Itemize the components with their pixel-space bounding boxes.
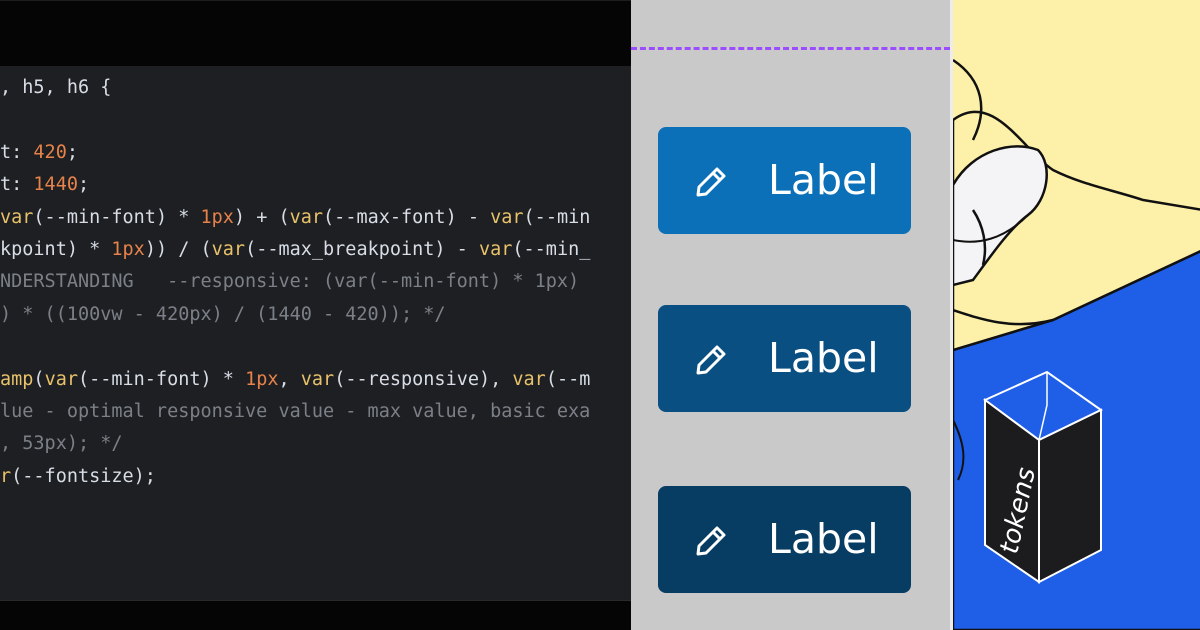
code-token: t: [0, 174, 34, 196]
code-token: 1px [245, 368, 279, 390]
pencil-icon [696, 167, 726, 197]
code-token: ; [77, 174, 90, 196]
code-line: lue - optimal responsive value - max val… [0, 396, 590, 428]
code-token: (--responsive), [334, 368, 513, 390]
code-token: , [278, 368, 301, 390]
tokens-illustration-panel: tokens [950, 0, 1200, 630]
code-token: 420 [33, 141, 67, 163]
pencil-icon [696, 526, 726, 556]
code-token: 1px [111, 239, 145, 260]
pencil-icon [696, 345, 726, 375]
code-line: t: 1440; [0, 169, 89, 201]
dashed-guide-line [631, 47, 950, 50]
code-token: var [289, 206, 324, 228]
code-token: var [300, 368, 335, 390]
code-token: (--min_ [512, 239, 591, 260]
code-token: , h5, h6 { [0, 77, 112, 98]
code-token: var [44, 368, 78, 390]
code-token: (--max-font) - [323, 206, 491, 228]
code-line: amp(var(--min-font) * 1px, var(--respons… [0, 364, 590, 396]
code-token: NDERSTANDING --responsive: (var(--min-fo… [0, 271, 580, 293]
code-token: var [211, 239, 246, 260]
code-line: var(--min-font) * 1px) + (var(--max-font… [0, 202, 590, 234]
code-token: (--min-font) * [77, 368, 246, 390]
code-token: ; [66, 141, 78, 163]
code-token: (--min [523, 206, 591, 228]
label-button-pressed[interactable]: Label [658, 486, 911, 593]
tokens-box: tokens [983, 370, 1103, 584]
hand-with-tokens-box-illustration: tokens [953, 0, 1200, 630]
code-token: var [512, 368, 546, 390]
code-token: r [0, 465, 12, 487]
code-area[interactable]: , h5, h6 {t: 420;t: 1440;var(--min-font)… [0, 66, 631, 600]
code-token: 1440 [33, 174, 78, 196]
code-line: , 53px); */ [0, 428, 123, 460]
code-token: 1px [200, 206, 234, 228]
button-showcase-panel: Label Label Label [631, 0, 950, 630]
label-button-hover[interactable]: Label [658, 305, 911, 412]
button-label: Label [768, 334, 879, 382]
code-token: var [490, 206, 524, 228]
code-token: kpoint) * [0, 239, 112, 260]
label-button-primary[interactable]: Label [658, 127, 911, 234]
code-token: amp [0, 368, 34, 390]
code-token: t: [0, 141, 34, 163]
code-editor-panel: , h5, h6 {t: 420;t: 1440;var(--min-font)… [0, 0, 631, 630]
code-token: var [0, 206, 34, 228]
code-token: (--min-font) * [33, 206, 201, 228]
code-token: (--max_breakpoint) - [245, 239, 479, 260]
code-line: , h5, h6 { [0, 72, 111, 104]
code-token: lue - optimal responsive value - max val… [0, 401, 591, 422]
button-label: Label [768, 156, 879, 204]
code-line: NDERSTANDING --responsive: (var(--min-fo… [0, 266, 579, 298]
code-token: )) / ( [144, 239, 212, 260]
code-line: ) * ((100vw - 420px) / (1440 - 420)); */ [0, 299, 446, 331]
code-line: t: 420; [0, 137, 78, 169]
button-label: Label [768, 515, 879, 563]
editor-top-bar [0, 0, 631, 67]
code-token: ) + ( [233, 206, 290, 228]
editor-bottom-bar [0, 600, 631, 630]
code-line: r(--fontsize); [0, 461, 156, 493]
code-token: (--m [545, 368, 591, 390]
code-token: , 53px); */ [0, 433, 123, 455]
code-token: var [478, 239, 513, 260]
code-token: (--fontsize); [11, 465, 156, 487]
code-token: ) * ((100vw - 420px) / (1440 - 420)); */ [0, 303, 446, 325]
code-line: kpoint) * 1px)) / (var(--max_breakpoint)… [0, 234, 590, 266]
code-token: ( [33, 368, 45, 390]
